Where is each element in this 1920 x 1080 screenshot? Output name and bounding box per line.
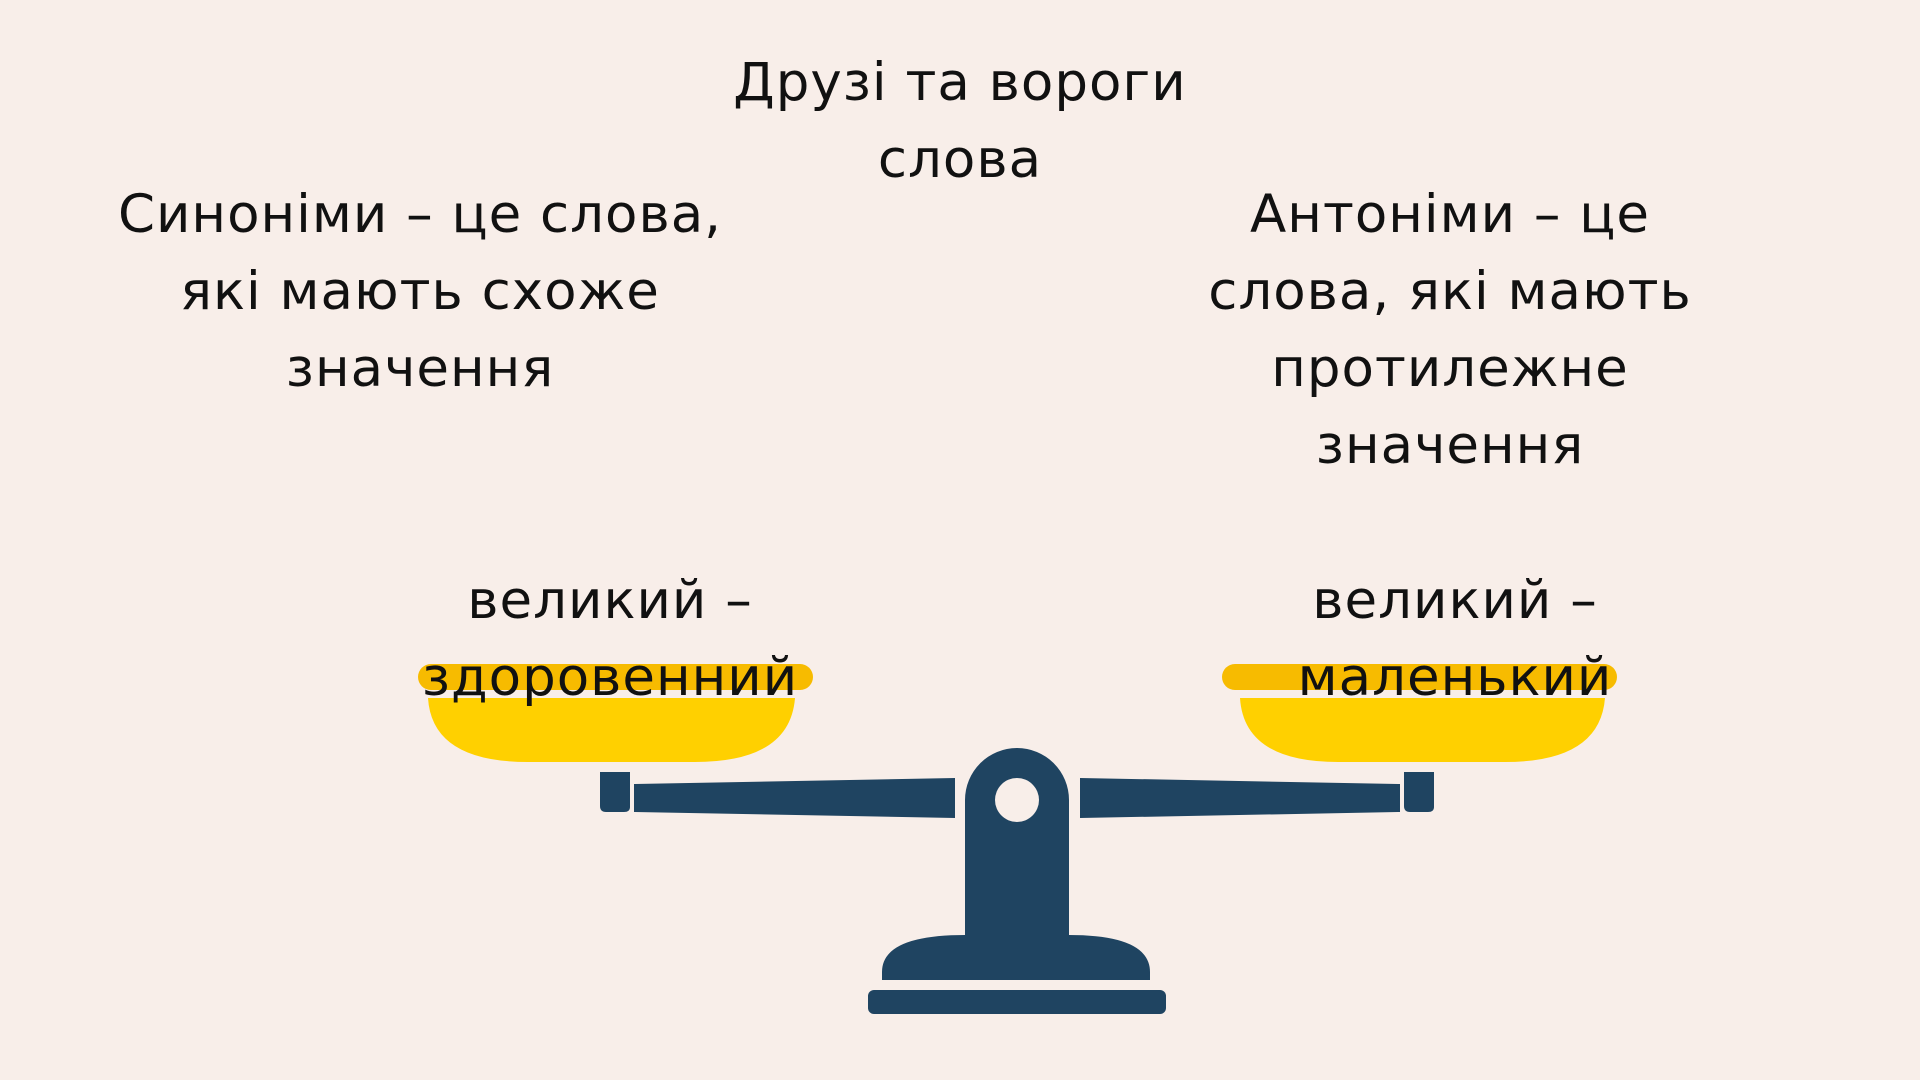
antonyms-example: великий – маленький bbox=[1297, 570, 1613, 708]
synonyms-example: великий – здоровенний bbox=[421, 570, 799, 708]
right-pan bbox=[1222, 664, 1617, 762]
left-pan bbox=[418, 664, 813, 762]
synonyms-definition: Синоніми – це слова, які мають схоже зна… bbox=[117, 184, 723, 399]
antonyms-definition: Антоніми – це слова, які мають протилежн… bbox=[1208, 184, 1692, 476]
scale-pivot-hole bbox=[995, 778, 1039, 822]
scale-frame bbox=[600, 748, 1434, 1014]
slide-title: Друзі та вороги слова bbox=[733, 52, 1187, 190]
